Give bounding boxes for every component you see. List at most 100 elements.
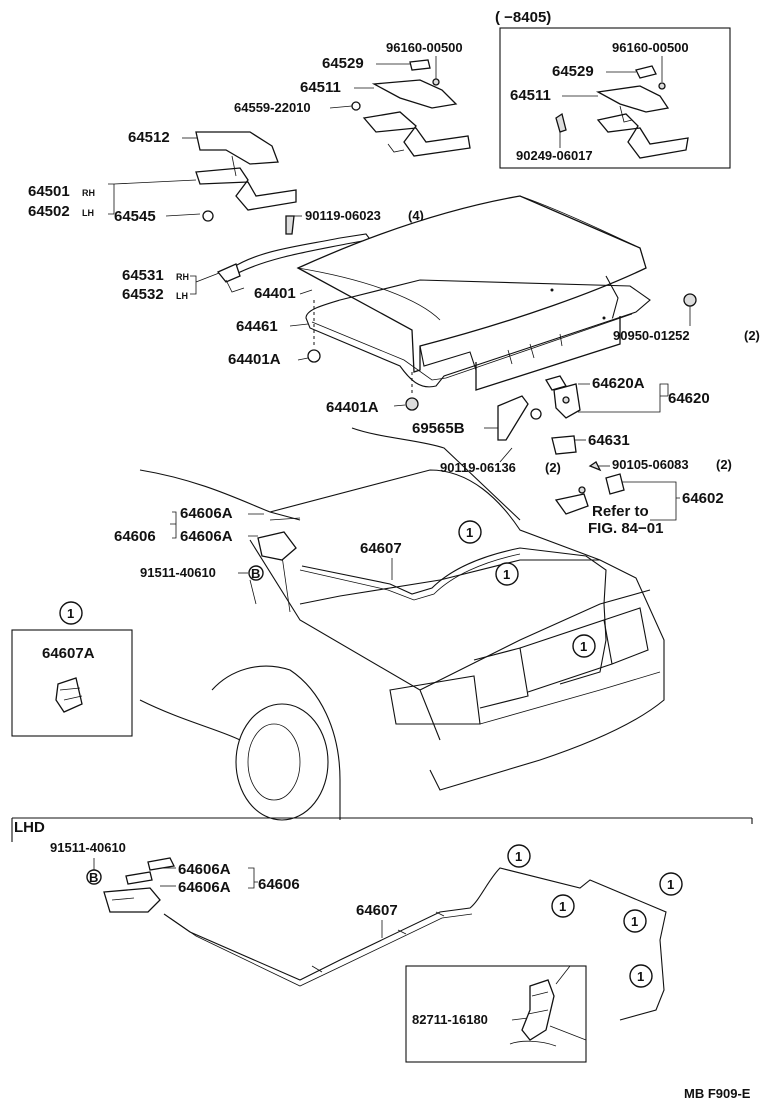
lhd-section: LHD 91511-40610 B 64606A 64606A 64606 64…	[11, 817, 753, 1063]
label-64602: 64602	[682, 490, 724, 507]
label-90950-qty: (2)	[744, 328, 760, 343]
detail-marker-text: 1	[67, 606, 74, 621]
lhd-opener-cable	[163, 867, 667, 1021]
lhd-label-64606A-1: 64606A	[178, 861, 231, 878]
label-90119-06136: 90119-06136	[440, 460, 516, 475]
lock-cover-64631	[551, 435, 577, 455]
label-90119-06023-qty: (4)	[408, 208, 424, 223]
label-64545: 64545	[114, 208, 156, 225]
lhd-marker-text: 1	[515, 849, 522, 864]
marker-text: 1	[466, 525, 473, 540]
lhd-detail-frame	[405, 965, 587, 1063]
bolt-b-marker	[248, 565, 264, 581]
nut-90950	[683, 293, 697, 307]
lhd-marker-text: 1	[667, 877, 674, 892]
trunk-lid-group: 64401 64461 64401A 64401A 90950-01252 (2…	[228, 195, 760, 416]
lhd-marker-text: 1	[559, 899, 566, 914]
marker-circle	[458, 520, 482, 544]
label-64401A-upper: 64401A	[228, 351, 281, 368]
lhd-marker-circle	[551, 894, 575, 918]
label-90105-06083-qty: (2)	[716, 457, 732, 472]
lhd-marker-text: 1	[637, 969, 644, 984]
label-64531-side: RH	[176, 272, 189, 282]
label-90119-06136-qty: (2)	[545, 460, 561, 475]
opener-lever-64606	[257, 531, 297, 561]
detail-marker-circle	[59, 601, 83, 625]
figure-code: MB F909-E	[684, 1086, 751, 1101]
inset-frame	[499, 27, 731, 169]
lhd-marker-circle	[507, 844, 531, 868]
inset-label-64511: 64511	[510, 87, 551, 104]
label-64532: 64532	[122, 286, 164, 303]
lhd-marker-circle	[629, 964, 653, 988]
bolt-b-letter: B	[251, 566, 260, 581]
marker-circle	[572, 634, 596, 658]
label-64606A-2: 64606A	[180, 528, 233, 545]
lhd-label-64606: 64606	[258, 876, 300, 893]
marker-text: 1	[580, 639, 587, 654]
tail-lamp-left	[389, 675, 481, 725]
lid-reinforcement	[475, 316, 621, 391]
label-64529: 64529	[322, 55, 364, 72]
label-64401: 64401	[254, 285, 296, 302]
inset-label-96160: 96160-00500	[612, 40, 689, 55]
clip-64607A	[55, 677, 83, 713]
label-64531: 64531	[122, 267, 164, 284]
label-64401A-lower: 64401A	[326, 399, 379, 416]
clip-markers-car: 1 1 1	[458, 520, 596, 658]
label-refer-to: Refer to	[592, 503, 649, 520]
detail-frame	[11, 629, 133, 737]
label-64606: 64606	[114, 528, 156, 545]
inset-range-label: ( −8405)	[495, 9, 551, 26]
cylinder-64602	[605, 473, 625, 495]
label-96160-00500: 96160-00500	[386, 40, 463, 55]
rear-wheel	[235, 703, 329, 821]
lhd-label-91511-40610: 91511-40610	[50, 840, 126, 855]
marker-text: 1	[503, 567, 510, 582]
lhd-label-64607: 64607	[356, 902, 398, 919]
label-64607A: 64607A	[42, 645, 95, 662]
car-body	[139, 427, 665, 821]
label-90950-01252: 90950-01252	[613, 328, 690, 343]
label-64502: 64502	[28, 203, 70, 220]
opener-cable-64607	[301, 547, 607, 685]
lhd-bolt-b-letter: B	[89, 870, 98, 885]
hinge-drawing-lower	[195, 131, 297, 235]
stopper-64401A-1	[307, 349, 321, 363]
label-69565B: 69565B	[412, 420, 465, 437]
hinge-drawing-upper	[351, 59, 471, 157]
stopper-64401A-2	[405, 397, 419, 411]
label-64511: 64511	[300, 79, 341, 96]
label-64461: 64461	[236, 318, 278, 335]
label-90119-06023: 90119-06023	[305, 208, 381, 223]
lhd-label-64606A-2: 64606A	[178, 879, 231, 896]
label-64607: 64607	[360, 540, 402, 557]
inset-box-early-model: ( −8405) 96160-00500 64529 64511 90249-0…	[495, 9, 731, 169]
label-64501-side: RH	[82, 188, 95, 198]
label-64620: 64620	[668, 390, 710, 407]
lhd-clip-82711	[509, 965, 587, 1047]
label-64532-side: LH	[176, 291, 188, 301]
lock-drawing	[497, 375, 625, 515]
label-64501: 64501	[28, 183, 70, 200]
lhd-label-82711-16180: 82711-16180	[412, 1012, 488, 1027]
lock-group: 64620A 64620 69565B 64631 90119-06136 (2…	[412, 375, 732, 537]
lhd-marker-circle	[659, 872, 683, 896]
label-64502-side: LH	[82, 208, 94, 218]
label-91511-40610: 91511-40610	[140, 565, 216, 580]
label-64559-22010: 64559-22010	[234, 100, 311, 115]
label-64512: 64512	[128, 129, 170, 146]
detail-box-64607A: 1 64607A	[11, 601, 133, 737]
hinge-group: 96160-00500 64529 64511 64559-22010 6451…	[28, 40, 471, 303]
label-64620A: 64620A	[592, 375, 645, 392]
label-64606A-1: 64606A	[180, 505, 233, 522]
label-fig-84-01: FIG. 84−01	[588, 520, 663, 537]
label-64631: 64631	[588, 432, 630, 449]
label-90105-06083: 90105-06083	[612, 457, 689, 472]
marker-circle	[495, 562, 519, 586]
striker-69565B	[497, 395, 529, 441]
trunk-lid-panel	[296, 195, 647, 373]
inset-hinge-drawing	[555, 65, 689, 159]
lhd-marker-circle	[623, 909, 647, 933]
